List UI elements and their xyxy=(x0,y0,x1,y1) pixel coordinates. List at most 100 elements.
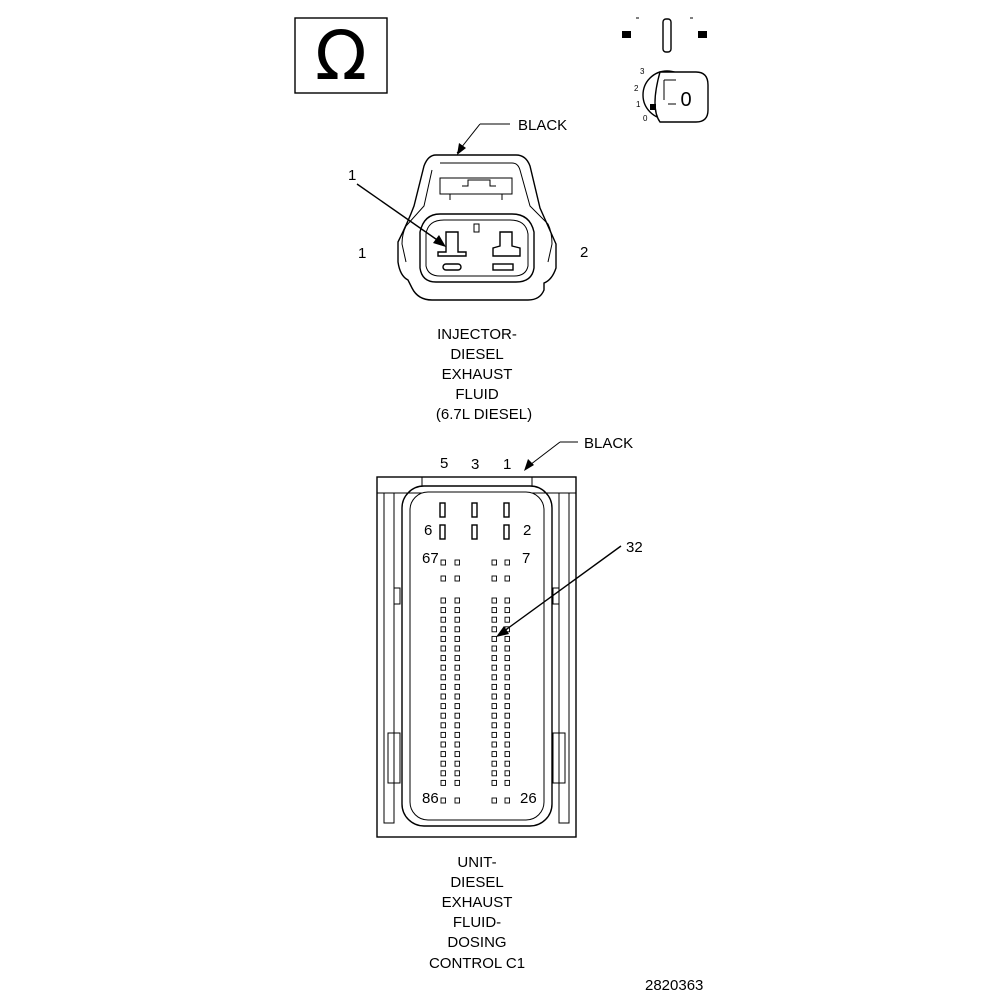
pin-cavity xyxy=(504,616,510,623)
pin-cavity xyxy=(440,626,446,633)
svg-text:0: 0 xyxy=(643,114,648,123)
pin-cavity xyxy=(504,597,510,604)
pin-cavity xyxy=(440,722,446,729)
svg-text:FLUID-: FLUID- xyxy=(453,914,501,931)
figure-number: 2820363 xyxy=(645,977,703,994)
svg-text:(6.7L DIESEL): (6.7L DIESEL) xyxy=(436,406,532,423)
svg-text:7: 7 xyxy=(522,550,530,567)
pin-cavity xyxy=(491,693,497,700)
pin-cavity xyxy=(454,664,460,671)
pin-cavity xyxy=(440,797,446,804)
pin-cavity xyxy=(504,559,510,566)
pin-cavity xyxy=(491,664,497,671)
pin-cavity xyxy=(491,751,497,758)
pin-cavity xyxy=(504,607,510,614)
pin-cavity xyxy=(440,575,446,582)
connector1-color-label: BLACK xyxy=(518,117,567,134)
pin-cavity xyxy=(491,575,497,582)
pin-cavity xyxy=(491,616,497,623)
pin-cavity xyxy=(440,607,446,614)
pin-cavity xyxy=(454,626,460,633)
svg-text:3: 3 xyxy=(640,67,645,76)
connector2-caption: UNIT- DIESEL EXHAUST FLUID- DOSING CONTR… xyxy=(429,854,525,972)
ohm-symbol: Ω xyxy=(315,17,367,96)
pin-cavity xyxy=(440,712,446,719)
pin-cavity xyxy=(504,575,510,582)
pin-cavity xyxy=(504,779,510,786)
pin-cavity xyxy=(491,779,497,786)
ignition-key-icon: 3 2 1 0 0 xyxy=(622,17,709,123)
pin-cavity xyxy=(491,731,497,738)
pin-cavity xyxy=(504,712,510,719)
pin-cavity xyxy=(454,575,460,582)
pin-cavity xyxy=(491,797,497,804)
pin-cavity xyxy=(454,779,460,786)
pin-cavity xyxy=(454,712,460,719)
pin-cavity xyxy=(504,655,510,662)
pin-cavity xyxy=(454,770,460,777)
svg-text:0: 0 xyxy=(680,89,691,111)
pin-cavity xyxy=(491,635,497,642)
pin-cavity xyxy=(454,597,460,604)
pin-cavity xyxy=(440,674,446,681)
pin-cavity xyxy=(504,664,510,671)
pin-cavity xyxy=(491,607,497,614)
connector1-side-left: 1 xyxy=(358,245,366,262)
pin-cavity xyxy=(454,751,460,758)
pin-cavity xyxy=(440,616,446,623)
pin-cavity xyxy=(504,797,510,804)
ohm-symbol-box: Ω xyxy=(294,17,388,96)
pin-cavity xyxy=(491,597,497,604)
svg-text:2: 2 xyxy=(634,84,639,93)
connector2-callout: 32 xyxy=(626,539,643,556)
pin-cavity xyxy=(440,655,446,662)
pin-cavity xyxy=(454,722,460,729)
pin-cavity xyxy=(454,703,460,710)
pin-cavity xyxy=(454,797,460,804)
pin-cavity xyxy=(440,779,446,786)
pin-cavity xyxy=(440,703,446,710)
connector1-callout: 1 xyxy=(348,167,356,184)
svg-text:86: 86 xyxy=(422,790,439,807)
pin-cavity xyxy=(440,741,446,748)
pin-cavity xyxy=(491,645,497,652)
pin-cavity xyxy=(454,760,460,767)
pin-cavity xyxy=(491,760,497,767)
svg-text:FLUID: FLUID xyxy=(455,386,499,403)
svg-text:1: 1 xyxy=(503,456,511,473)
pin-cavity xyxy=(454,683,460,690)
pin-cavity xyxy=(504,760,510,767)
pin-cavity xyxy=(504,731,510,738)
pin-cavity xyxy=(504,722,510,729)
svg-text:UNIT-: UNIT- xyxy=(457,854,496,871)
pin-cavity xyxy=(491,770,497,777)
pin-cavity xyxy=(440,693,446,700)
pin-cavity xyxy=(504,770,510,777)
svg-text:EXHAUST: EXHAUST xyxy=(442,366,513,383)
pin-cavity xyxy=(440,683,446,690)
pin-cavity xyxy=(454,616,460,623)
svg-text:5: 5 xyxy=(440,455,448,472)
pin-cavity xyxy=(454,655,460,662)
svg-text:DIESEL: DIESEL xyxy=(450,346,503,363)
svg-text:3: 3 xyxy=(471,456,479,473)
pin-cavity xyxy=(504,674,510,681)
dosing-control-connector: BLACK 5 3 1 6 2 67 7 3 xyxy=(376,435,643,838)
pin-cavity xyxy=(491,741,497,748)
pin-cavity xyxy=(491,722,497,729)
pin-cavity xyxy=(491,712,497,719)
svg-text:DIESEL: DIESEL xyxy=(450,874,503,891)
pin-cavity xyxy=(504,751,510,758)
connector1-caption: INJECTOR- DIESEL EXHAUST FLUID (6.7L DIE… xyxy=(436,326,532,423)
small-pin-grid xyxy=(440,559,510,804)
pin-cavity xyxy=(454,559,460,566)
svg-text:DOSING: DOSING xyxy=(447,934,506,951)
svg-text:6: 6 xyxy=(424,522,432,539)
svg-text:2: 2 xyxy=(523,522,531,539)
connector2-color-label: BLACK xyxy=(584,435,633,452)
pin-cavity xyxy=(491,683,497,690)
pin-cavity xyxy=(454,741,460,748)
injector-connector: BLACK 1 1 2 xyxy=(348,117,588,301)
pin-cavity xyxy=(491,559,497,566)
